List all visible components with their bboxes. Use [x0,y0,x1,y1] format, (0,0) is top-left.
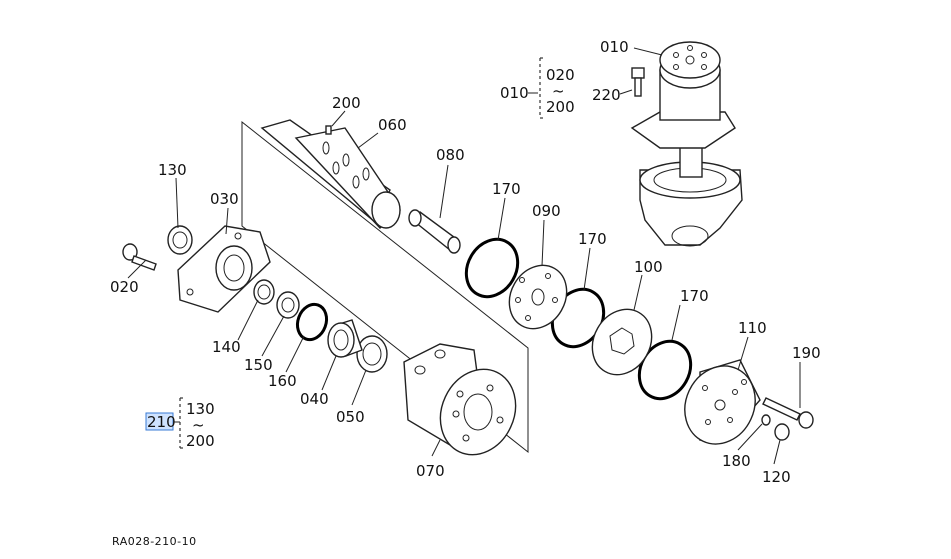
motor-assembly-010 [630,41,743,247]
label-120: 120 [762,468,791,486]
end-cap-110 [684,359,761,445]
label-220: 220 [592,86,621,104]
range-tilde-bottom: ~ [192,416,205,434]
pin-200 [325,125,332,135]
bolt-190 [762,397,814,429]
range-to-200-bottom: 200 [186,432,215,450]
label-170-c: 170 [680,287,709,305]
label-190: 190 [792,344,821,362]
label-030: 030 [210,190,239,208]
range-callout-210: 210 130 ~ 200 [145,397,215,450]
washer-150 [276,291,300,319]
label-100: 100 [634,258,663,276]
label-040: 040 [300,390,329,408]
gerotor-100 [591,308,653,376]
figure-code: RA028-210-10 [112,535,197,548]
label-140: 140 [212,338,241,356]
range-from-130: 130 [186,400,215,418]
bolt-220 [631,67,645,97]
seal-130 [167,225,193,255]
label-170-a: 170 [492,180,521,198]
range-assembly-010: 010 [500,84,529,102]
range-assembly-210[interactable]: 210 [147,413,176,431]
housing-070 [403,343,517,456]
bearing-050 [356,335,388,373]
label-150: 150 [244,356,273,374]
flange-030 [177,225,271,313]
label-200: 200 [332,94,361,112]
label-080: 080 [436,146,465,164]
o-ring-170-a [464,237,520,299]
shaft-060 [260,119,401,229]
label-170-b: 170 [578,230,607,248]
label-010: 010 [600,38,629,56]
label-160: 160 [268,372,297,390]
label-130: 130 [158,161,187,179]
label-090: 090 [532,202,561,220]
range-tilde-top: ~ [552,82,565,100]
bushing-040 [327,319,363,358]
label-070: 070 [416,462,445,480]
o-ring-160 [295,302,329,342]
label-020: 020 [110,278,139,296]
assembly-boundary [241,120,529,454]
seal-140 [253,279,275,305]
washer-180 [761,414,771,426]
bolt-020 [122,243,157,271]
range-callout-010: 010 020 ~ 200 [500,57,575,119]
label-050: 050 [336,408,365,426]
range-to-200-top: 200 [546,98,575,116]
label-180: 180 [722,452,751,470]
label-110: 110 [738,319,767,337]
plate-090 [508,264,568,330]
drive-shaft-080 [408,209,461,254]
label-060: 060 [378,116,407,134]
range-from-020: 020 [546,66,575,84]
leader-lines [127,47,801,465]
plug-120 [774,423,790,441]
